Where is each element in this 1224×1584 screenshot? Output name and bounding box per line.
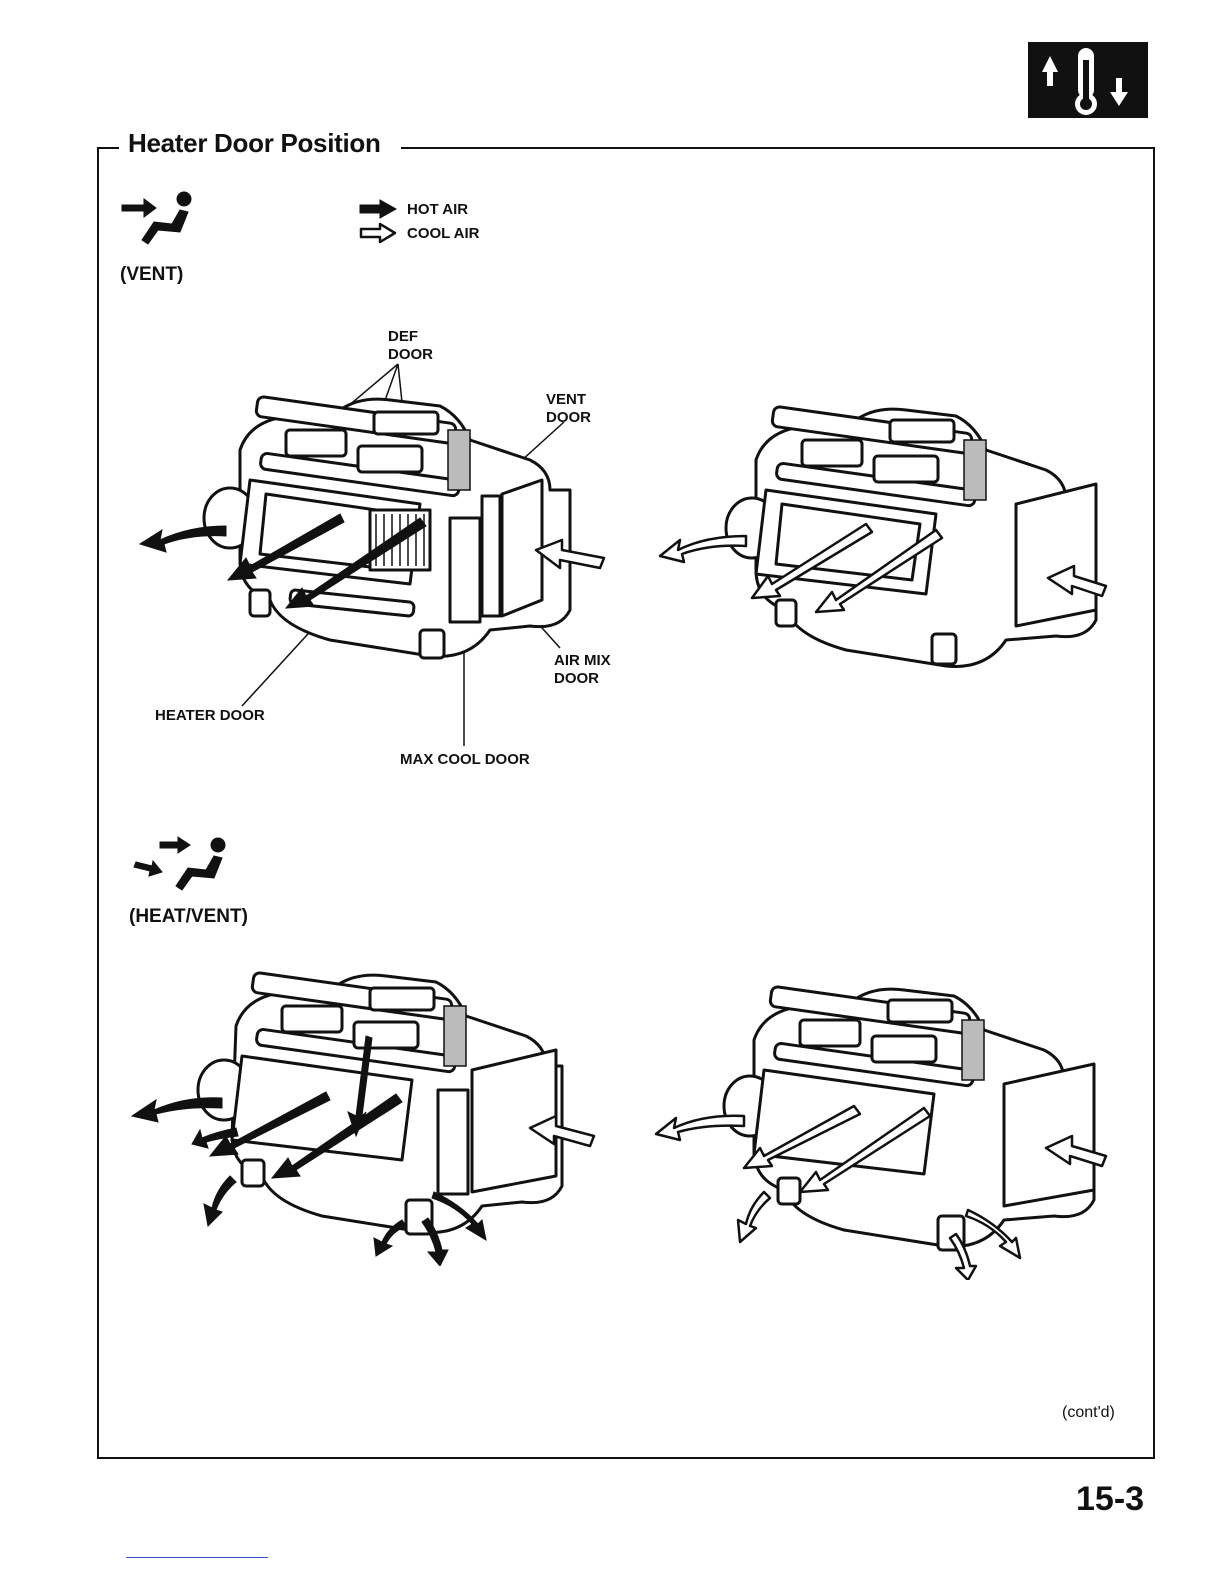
hot-air-arrow-icon bbox=[360, 200, 396, 218]
vent-mode-icon bbox=[118, 188, 208, 250]
mode-label-heat-vent: (HEAT/VENT) bbox=[129, 906, 248, 928]
section-title: Heater Door Position bbox=[128, 128, 381, 159]
mode-label-vent: (VENT) bbox=[120, 264, 183, 286]
heat-vent-hot-air-diagram bbox=[126, 966, 606, 1266]
page-number: 15-3 bbox=[1076, 1480, 1144, 1519]
heat-vent-cool-air-diagram bbox=[654, 980, 1114, 1280]
cool-air-arrow-icon bbox=[361, 224, 395, 242]
frame-rule-right bbox=[401, 147, 1153, 149]
heat-vent-mode-icon bbox=[132, 832, 228, 896]
vent-hot-air-diagram bbox=[130, 330, 610, 770]
vent-cool-air-diagram bbox=[656, 400, 1116, 700]
temperature-section-icon bbox=[1028, 42, 1148, 118]
legend-hot-air: HOT AIR bbox=[407, 201, 468, 218]
legend-cool-air: COOL AIR bbox=[407, 225, 480, 242]
continued-note: (cont'd) bbox=[1062, 1404, 1115, 1422]
bottom-link-rule bbox=[126, 1557, 268, 1558]
frame-rule-left bbox=[97, 147, 119, 149]
legend-icons bbox=[358, 198, 400, 246]
